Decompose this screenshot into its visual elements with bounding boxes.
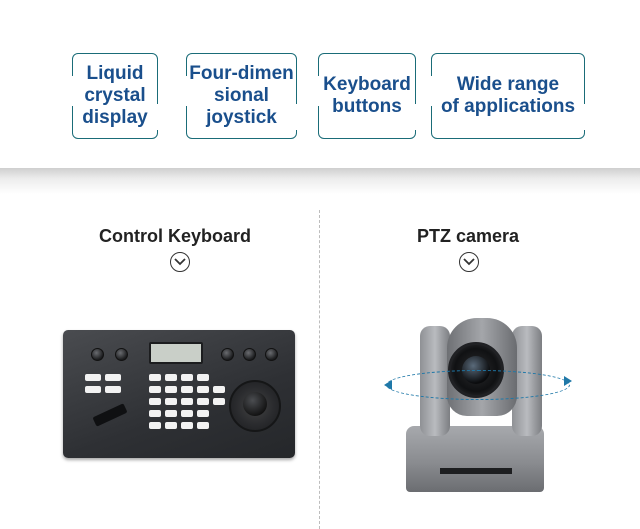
key [213,386,225,393]
key [165,386,177,393]
column-divider [319,210,320,529]
key [105,386,121,393]
knob [115,348,128,361]
ptz-camera-base [406,426,544,492]
key [85,374,101,381]
feature-label: Wide range of applications [440,74,576,117]
key [149,410,161,417]
key [181,422,193,429]
key [149,398,161,405]
chevron-down-circle-icon [459,252,479,272]
key [197,398,209,405]
key [213,398,225,405]
ptz-camera-slot [440,468,512,474]
key [165,398,177,405]
key [165,422,177,429]
rotation-orbit-icon [386,370,570,400]
knob [91,348,104,361]
key [181,398,193,405]
control-keyboard-title: Control Keyboard [98,226,251,246]
key [165,410,177,417]
feature-box-buttons: Keyboard buttons [316,53,418,139]
key [197,410,209,417]
feature-label: Liquid crystal display [82,63,148,128]
key [197,422,209,429]
feature-label: Four-dimen sional joystick [189,63,294,128]
rotation-arrow-right-icon [564,376,572,386]
lcd-screen [149,342,203,364]
section-separator-shadow [0,168,640,194]
key [181,410,193,417]
knob [221,348,234,361]
key [149,386,161,393]
key [181,386,193,393]
features-section: Liquid crystal display Four-dimen sional… [0,0,640,170]
feature-box-applications: Wide range of applications [429,53,587,139]
rotation-arrow-left-icon [384,380,392,390]
knob [265,348,278,361]
joystick-ring [229,380,281,432]
feature-box-lcd: Liquid crystal display [70,53,160,139]
ptz-camera-title: PTZ camera [416,226,520,246]
key [105,374,121,381]
key [149,374,161,381]
feature-box-joystick: Four-dimen sional joystick [184,53,299,139]
key [85,386,101,393]
key [181,374,193,381]
knob [243,348,256,361]
key [197,386,209,393]
joystick [243,392,267,416]
control-keyboard-image [63,330,295,458]
key [149,422,161,429]
key [197,374,209,381]
key [165,374,177,381]
zoom-slider [92,403,128,427]
chevron-down-circle-icon [170,252,190,272]
feature-label: Keyboard buttons [323,74,411,117]
